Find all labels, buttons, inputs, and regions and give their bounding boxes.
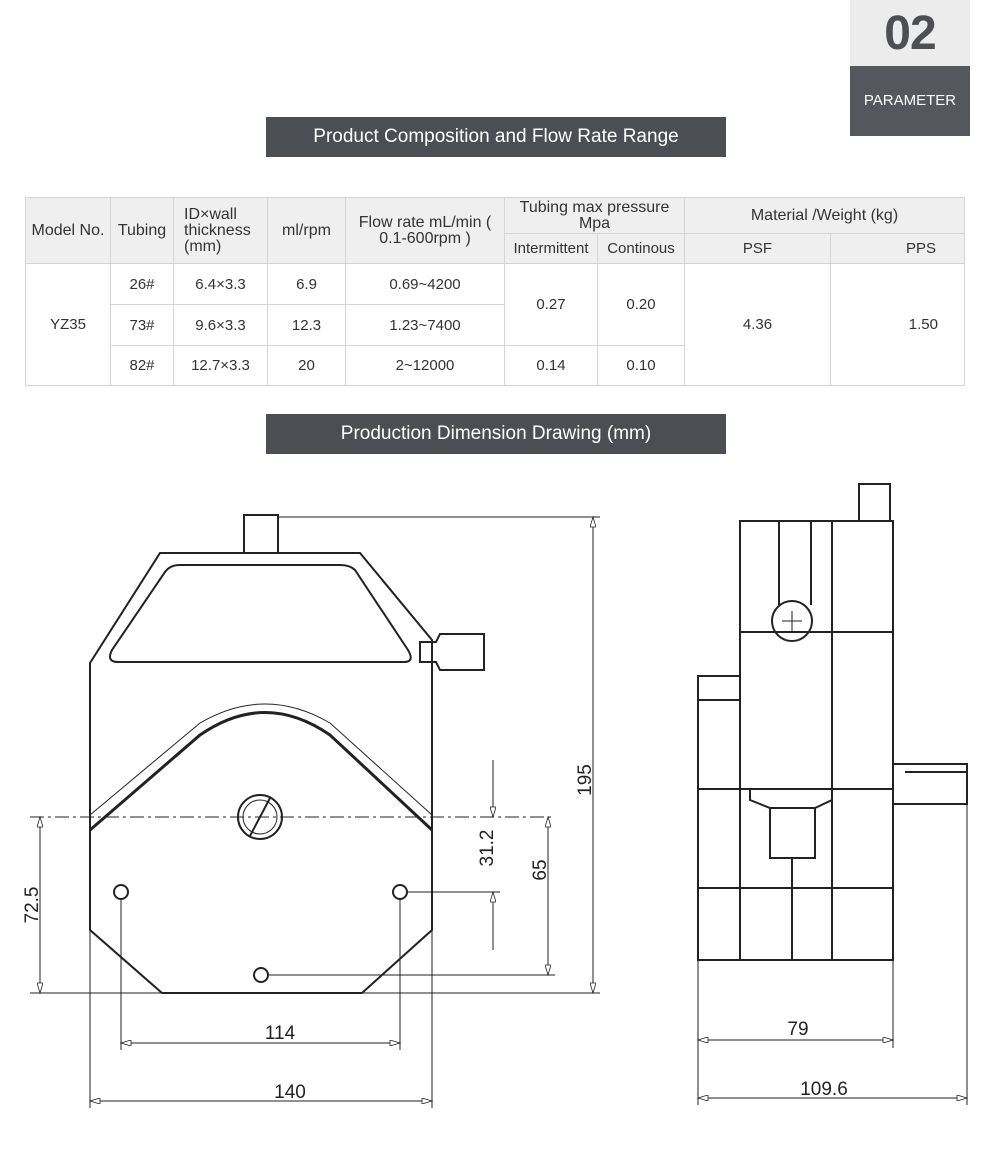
flow-cell: 1.23~7400 — [345, 304, 505, 346]
section-number: 02 — [850, 0, 970, 66]
header-intermittent: Intermittent — [504, 233, 598, 264]
section-title-drawing: Production Dimension Drawing (mm) — [266, 414, 726, 454]
header-ml-rpm: ml/rpm — [267, 197, 346, 264]
id-wall-cell: 12.7×3.3 — [173, 345, 268, 386]
side-view — [697, 483, 968, 961]
ml-rpm-cell: 20 — [267, 345, 346, 386]
header-model: Model No. — [25, 197, 111, 264]
parameter-table: Model No. Tubing ID×wall thickness (mm) … — [25, 197, 965, 386]
id-wall-cell: 9.6×3.3 — [173, 304, 268, 346]
table-row: 82# 12.7×3.3 20 2~12000 0.14 0.10 — [26, 345, 965, 386]
table-row: 73# 9.6×3.3 12.3 1.23~7400 — [26, 304, 965, 346]
continous-cell: 0.10 — [597, 345, 685, 386]
dim-side-base: 79 — [787, 1019, 808, 1040]
pps-cell: 1.50 — [830, 263, 965, 386]
dim-front-width: 140 — [274, 1082, 306, 1103]
psf-cell: 4.36 — [684, 263, 831, 386]
continous-cell: 0.20 — [597, 263, 685, 346]
header-flow: Flow rate mL/min ( 0.1-600rpm ) — [345, 197, 505, 264]
header-pressure: Tubing max pressure Mpa — [504, 197, 685, 234]
model-cell: YZ35 — [25, 263, 111, 386]
dim-front-height: 195 — [575, 764, 596, 796]
flow-cell: 2~12000 — [345, 345, 505, 386]
tubing-cell: 26# — [110, 263, 174, 305]
header-pps: PPS — [830, 233, 965, 264]
table-row: YZ35 26# 6.4×3.3 6.9 0.69~4200 0.27 0.20… — [25, 263, 965, 386]
front-view — [89, 514, 485, 994]
dim-shaft-offset: 31.2 — [477, 830, 498, 867]
dim-side-width: 109.6 — [800, 1079, 848, 1100]
header-continous: Continous — [597, 233, 685, 264]
section-title-composition: Product Composition and Flow Rate Range — [266, 117, 726, 157]
front-dimensions — [30, 517, 600, 1108]
ml-rpm-cell: 6.9 — [267, 263, 346, 305]
dim-hole-to-shaft: 65 — [530, 859, 551, 880]
header-id-wall: ID×wall thickness (mm) — [173, 197, 268, 264]
header-psf: PSF — [684, 233, 831, 264]
side-dimensions — [698, 804, 967, 1105]
header-material: Material /Weight (kg) — [684, 197, 965, 234]
dim-shaft-height: 72.5 — [22, 887, 43, 924]
section-label: PARAMETER — [850, 66, 970, 136]
header-tubing: Tubing — [110, 197, 174, 264]
dim-hole-spacing: 114 — [265, 1023, 296, 1044]
